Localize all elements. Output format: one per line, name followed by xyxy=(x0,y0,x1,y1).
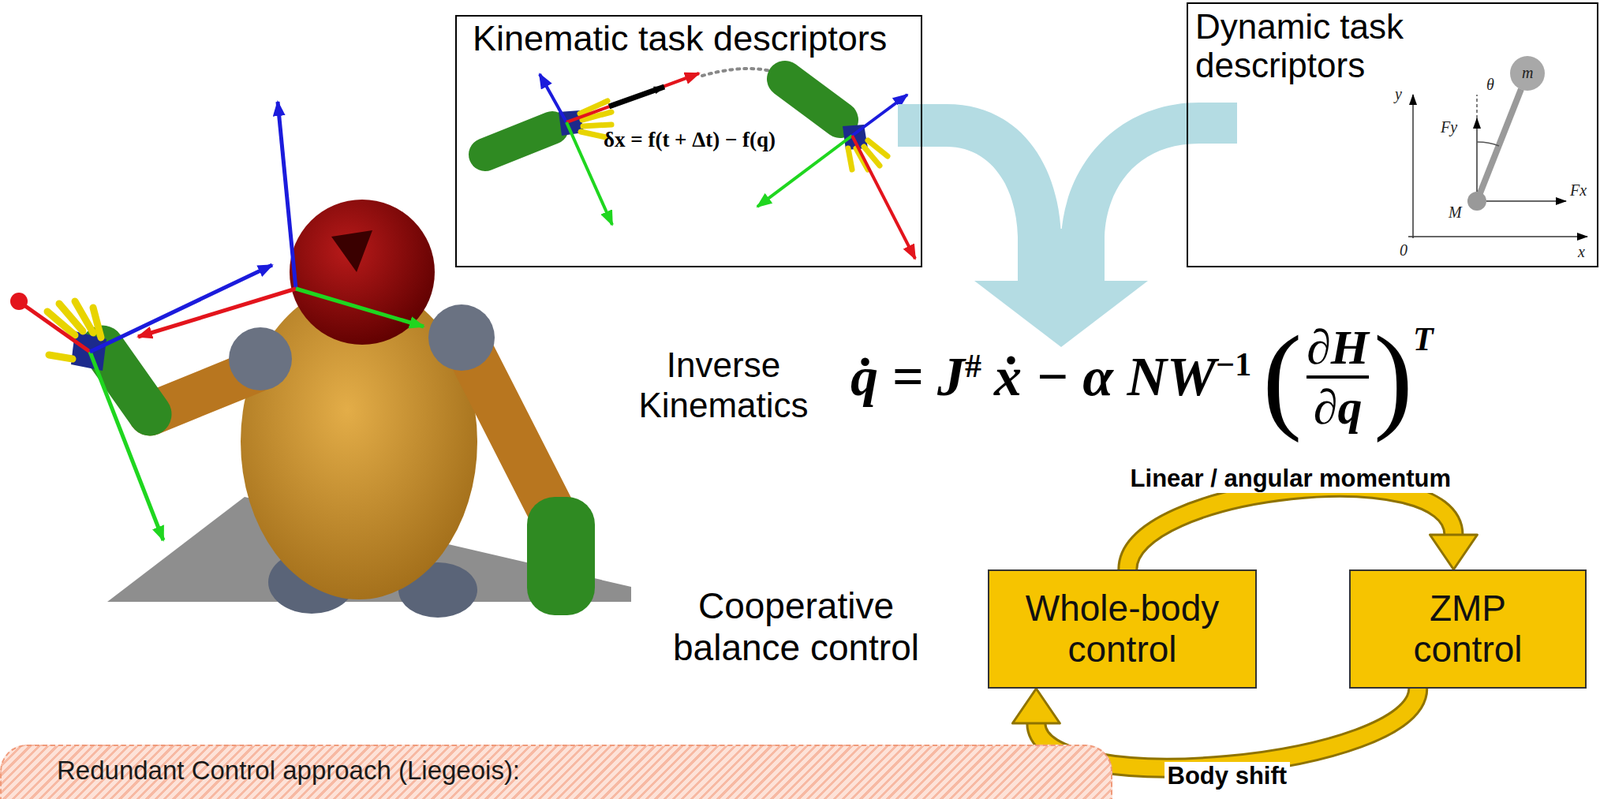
origin-label: 0 xyxy=(1399,241,1408,260)
frame-axis xyxy=(25,306,90,352)
robot-finger xyxy=(580,131,606,138)
force-label: Fx xyxy=(1570,181,1587,200)
task-box: Kinematic task descriptors δx = f(t + Δt)… xyxy=(455,14,923,268)
axis-label: x xyxy=(1577,242,1586,262)
section-label: Inverse Kinematics xyxy=(613,345,834,426)
robot-forearm xyxy=(785,78,841,120)
force-arrow xyxy=(1486,200,1567,202)
gold-arrow xyxy=(1127,487,1477,570)
frame-axis xyxy=(89,351,164,541)
box-label: ZMP control xyxy=(1389,588,1548,670)
velocity-arrow xyxy=(609,86,665,107)
merge-arrow xyxy=(1017,228,1105,283)
robot-visor xyxy=(331,230,373,273)
reference-line xyxy=(1476,94,1478,119)
edge-label: Linear / angular momentum xyxy=(1127,464,1455,494)
task-formula: δx = f(t + Δt) − f(q) xyxy=(603,127,776,153)
parenthesis: ( xyxy=(1262,317,1302,437)
frame-axis xyxy=(295,288,424,327)
frame-axis xyxy=(566,73,700,123)
pendulum-rod xyxy=(1476,89,1522,202)
fraction: ∂H ∂q xyxy=(1306,320,1369,434)
robot-finger xyxy=(93,307,101,338)
fraction-bar xyxy=(1306,375,1369,379)
arrow-body xyxy=(1127,487,1454,570)
x-axis xyxy=(1408,235,1588,238)
force-arrow xyxy=(1476,118,1478,192)
note-text: Redundant Control approach (Liegeois): xyxy=(56,755,520,786)
robot-thumb xyxy=(48,355,73,359)
robot-finger xyxy=(583,124,612,127)
frame-axis xyxy=(852,135,916,259)
section-label: Cooperative balance control xyxy=(638,585,954,670)
frame-axis xyxy=(539,74,567,123)
robot-shoulder xyxy=(228,327,292,391)
robot-forearm xyxy=(485,127,553,155)
box-title: Dynamic task descriptors xyxy=(1195,7,1432,86)
section-label: Cooperative balance control xyxy=(638,585,954,670)
axis-label: x xyxy=(1577,242,1586,262)
mass-label: m xyxy=(1521,63,1533,83)
force-label: Fy xyxy=(1440,118,1458,137)
edge-label: Linear / angular momentum xyxy=(1127,464,1455,494)
arrow-head xyxy=(1429,534,1477,570)
process-box: Whole-body control xyxy=(987,569,1257,689)
task-box: Dynamic task descriptors xyxy=(1186,2,1599,268)
box-title: Kinematic task descriptors xyxy=(472,18,887,60)
axis-label: y xyxy=(1394,85,1402,104)
robot-finger xyxy=(848,148,853,170)
arrow-head xyxy=(1012,688,1060,724)
frame-axis xyxy=(89,265,273,352)
merge-arrow-head xyxy=(974,280,1148,348)
superscript: T xyxy=(1413,320,1434,359)
superscript: −1 xyxy=(1215,345,1252,384)
mass-label: m xyxy=(1521,63,1533,83)
numerator: ∂H xyxy=(1306,320,1369,374)
frame-axis xyxy=(277,101,296,289)
y-axis xyxy=(1412,94,1414,239)
denominator: ∂q xyxy=(1313,380,1363,434)
robot-forearm xyxy=(527,497,595,616)
process-box: ZMP control xyxy=(1349,569,1587,689)
note-band: Redundant Control approach (Liegeois): xyxy=(0,744,1113,799)
angle-arc xyxy=(1476,142,1500,146)
axis-label: y xyxy=(1394,85,1402,104)
cart-point xyxy=(1467,191,1487,211)
edge-label: Body shift xyxy=(1164,762,1291,791)
merge-arrow xyxy=(897,104,1062,237)
edge-label: Body shift xyxy=(1164,762,1291,791)
arrow-outline xyxy=(1127,487,1454,570)
section-label: Inverse Kinematics xyxy=(613,345,834,426)
frame-axis xyxy=(138,288,296,337)
robot-finger xyxy=(867,140,888,157)
equation-term: ẋ − α NW xyxy=(994,345,1216,409)
superscript: # xyxy=(964,347,982,386)
robot-head xyxy=(289,199,435,345)
parenthesis: ) xyxy=(1373,317,1414,437)
axis-end-ball xyxy=(10,292,28,311)
robot-shoulder xyxy=(428,304,495,371)
origin-label: 0 xyxy=(1399,241,1408,260)
equation-term: q̇ = J xyxy=(850,345,965,409)
pendulum-mass xyxy=(1510,56,1545,91)
angle-label: θ xyxy=(1486,75,1495,94)
force-label: Fy xyxy=(1440,118,1458,137)
box-label: Whole-body control xyxy=(1016,588,1230,670)
mass-label: M xyxy=(1448,203,1462,222)
mass-label: M xyxy=(1448,203,1462,222)
equation: q̇ = J# ẋ − α NW−1 (∂H ∂q)T xyxy=(850,306,1434,449)
merge-arrow xyxy=(1061,102,1238,237)
force-label: Fx xyxy=(1570,181,1587,200)
angle-label: θ xyxy=(1486,75,1495,94)
